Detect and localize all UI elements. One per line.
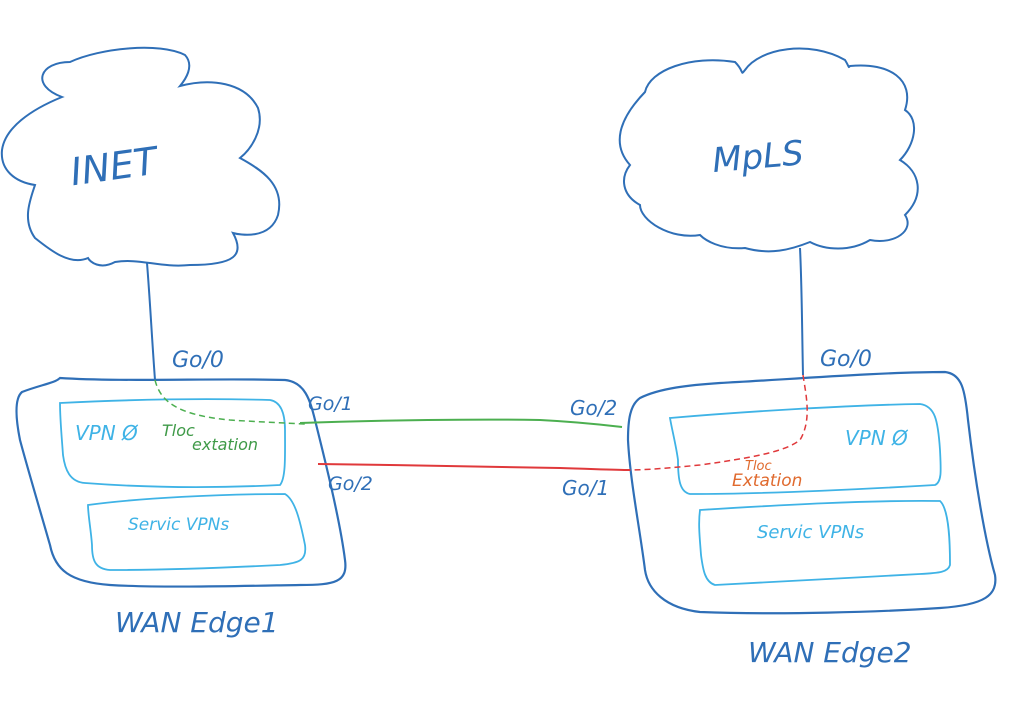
wan-edge2-uplink-port: Go/0 (820, 347, 872, 372)
red-link-edge2-port: Go/1 (562, 476, 609, 500)
wan-edge1-name: WAN Edge1 (115, 606, 279, 639)
wan-edge1-service-label: Servic VPNs (128, 515, 229, 535)
mpls-edge2-uplink (799, 247, 804, 376)
wan-edge2-device[interactable]: VPN Ø Servic VPNs Go/0 WAN Edge2 Tloc Ex… (626, 347, 997, 669)
wan-edge1-uplink-port: Go/0 (172, 348, 224, 373)
wan-edge1-tloc-line1: Tloc (162, 421, 195, 440)
red-link-line (317, 463, 631, 471)
wan-edge2-tloc-path (627, 374, 808, 471)
wan-edge1-service-box (87, 493, 307, 571)
wan-edge2-tloc-line2: Extation (732, 471, 802, 491)
mpls-cloud-outline (618, 47, 919, 253)
red-link-edge1-port: Go/2 (328, 473, 373, 495)
wan-edge1-vpn0-box (59, 398, 286, 488)
wan-edge2-vpn0-label: VPN Ø (845, 426, 909, 450)
mpls-cloud[interactable]: MpLS (618, 47, 919, 253)
wan-edge1-vpn0-label: VPN Ø (75, 421, 139, 445)
green-transport-link[interactable]: Go/1 Go/2 (299, 393, 623, 428)
wan-edge1-tloc-line2: extation (192, 435, 258, 454)
inet-cloud-label: INET (68, 138, 163, 194)
wan-edge2-tloc-line1: Tloc (745, 459, 772, 474)
wan-edge2-service-box (698, 499, 951, 586)
inet-cloud[interactable]: INET (0, 46, 281, 267)
red-transport-link[interactable]: Go/2 Go/1 (317, 463, 631, 500)
mpls-cloud-label: MpLS (711, 133, 806, 181)
inet-cloud-outline (0, 46, 281, 267)
green-link-edge1-port: Go/1 (308, 393, 353, 415)
wan-edge1-chassis (15, 376, 347, 588)
wan-edge2-chassis (626, 370, 997, 615)
wan-edge2-service-label: Servic VPNs (757, 522, 864, 543)
inet-edge1-uplink (146, 262, 156, 381)
wan-edge1-tloc-path (154, 379, 306, 425)
wan-edge2-vpn0-box (668, 403, 942, 495)
wan-edge1-device[interactable]: VPN Ø Servic VPNs Go/0 WAN Edge1 Tloc ex… (15, 348, 347, 639)
green-link-line (299, 418, 623, 428)
green-link-edge2-port: Go/2 (570, 396, 617, 420)
wan-edge2-name: WAN Edge2 (748, 636, 912, 669)
